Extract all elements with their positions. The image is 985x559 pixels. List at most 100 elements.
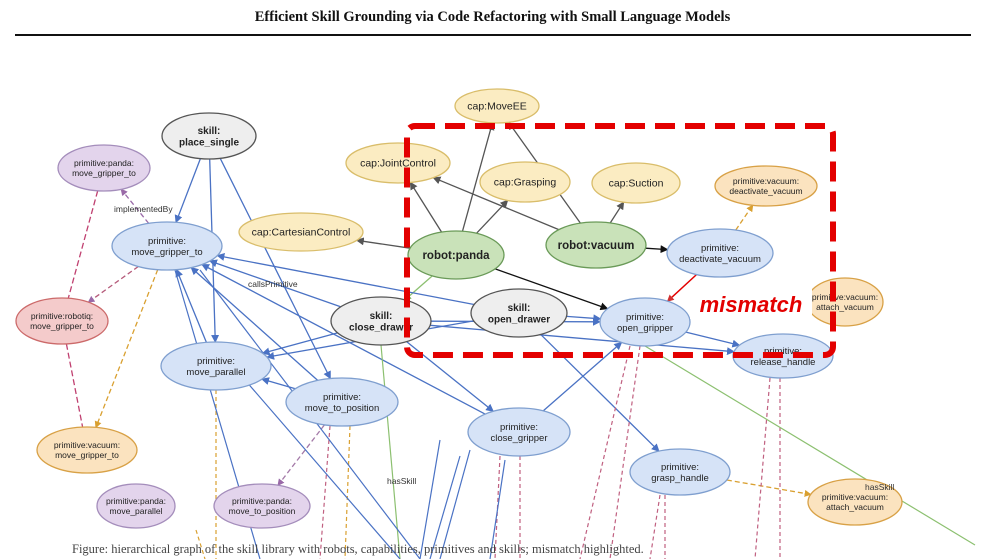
node-label: robot:vacuum — [558, 240, 635, 252]
node-label: primitive: — [661, 462, 699, 473]
figure-caption: Figure: hierarchical graph of the skill … — [0, 540, 985, 559]
edge-prim_move_parallel-prim_move_gripper — [175, 268, 208, 343]
node-label: primitive:vacuum: — [733, 176, 799, 186]
edge-robot_panda-prim_open_gripper — [494, 268, 609, 311]
edge-skill_open_drawer-prim_move_gripper — [216, 252, 475, 306]
node-cap-joint: cap:JointControl — [345, 142, 451, 184]
node-label: primitive:panda: — [232, 496, 292, 506]
node-label: skill: — [508, 303, 531, 314]
edge-exit-3 — [380, 344, 401, 559]
node-shape — [15, 297, 109, 345]
edge-skill_place-prim_move_to_position — [219, 158, 331, 380]
node-prim-panda-move-gripper: primitive:panda:move_gripper_to — [57, 144, 151, 192]
edge-skill_place-prim_move_gripper — [174, 158, 202, 224]
node-label: skill: — [370, 311, 393, 322]
node-robot-panda: robot:panda — [407, 230, 505, 280]
node-label: primitive: — [701, 243, 739, 254]
node-label: primitive: — [197, 356, 235, 367]
node-label: primitive: — [323, 392, 361, 403]
node-label: move_to_position — [305, 403, 379, 414]
node-label: primitive:vacuum: — [812, 292, 878, 302]
node-label: move_parallel — [186, 367, 245, 378]
edge-exit-5 — [344, 425, 351, 559]
edge-prim_close_gripper-prim_open_gripper — [542, 341, 623, 412]
node-shape — [470, 288, 568, 338]
node-shape — [285, 377, 399, 427]
edge-prim_close_gripper-prim_move_gripper — [201, 263, 486, 415]
node-skill-open-drawer: skill:open_drawer — [470, 288, 568, 338]
edge-robot_panda-cap_moveee — [461, 121, 495, 232]
node-shape — [599, 297, 691, 347]
edge-exit-15 — [419, 439, 441, 559]
node-shape — [467, 407, 571, 457]
node-shape — [591, 162, 681, 204]
node-label: primitive:panda: — [74, 158, 134, 168]
node-label: primitive:robotiq: — [31, 311, 93, 321]
header-rule — [15, 34, 971, 36]
node-prim-grasp-handle: primitive:grasp_handle — [629, 448, 731, 496]
node-skill-place: skill:place_single — [161, 112, 257, 160]
running-title: Efficient Skill Grounding via Code Refac… — [254, 9, 731, 25]
edge-label-implemented-by: implementedBy — [114, 204, 173, 214]
node-label: close_gripper — [490, 433, 547, 444]
edge-skill_open_drawer-prim_open_gripper — [566, 314, 602, 323]
node-label: move_parallel — [110, 506, 163, 516]
node-shape — [36, 426, 138, 474]
node-label: move_gripper_to — [72, 168, 136, 178]
node-label: place_single — [179, 137, 239, 148]
node-skill-close-drawer: skill:close_drawer — [330, 296, 432, 346]
node-prim-move-to-position: primitive:move_to_position — [285, 377, 399, 427]
node-prim-open-gripper: primitive:open_gripper — [599, 297, 691, 347]
node-label: move_gripper_to — [131, 247, 202, 258]
node-robot-vacuum: robot:vacuum — [545, 221, 647, 269]
node-label: grasp_handle — [651, 473, 709, 484]
node-label: open_gripper — [617, 323, 673, 334]
node-cap-cartesian: cap:CartesianControl — [238, 212, 364, 252]
node-prim-panda-move-parallel: primitive:panda:move_parallel — [96, 483, 176, 529]
edge-skill_close_drawer-prim_move_gripper — [208, 259, 341, 308]
edge-exit-20 — [489, 459, 506, 559]
node-shape — [407, 230, 505, 280]
node-label: primitive: — [500, 422, 538, 433]
edge-implemented-by-panda — [120, 188, 150, 224]
edge-prim_move_to_position-prim_panda_move_to_position — [277, 424, 326, 487]
edge-exit-4 — [319, 425, 331, 559]
edge-skill_close_drawer-prim_move_parallel — [261, 332, 338, 356]
edge-exit-9 — [609, 345, 641, 559]
node-prim-vac-attach-top: primitive:vacuum:attach_vacuum — [806, 277, 884, 327]
node-prim-vac-move-gripper: primitive:vacuum:move_gripper_to — [36, 426, 138, 474]
node-label: primitive:vacuum: — [54, 440, 120, 450]
edge-exit-18 — [244, 379, 401, 559]
mismatch-label-bg — [690, 289, 812, 319]
edge-label-calls-primitive: callsPrimitive — [248, 279, 298, 289]
edge-prim_move_gripper-prim_robotiq_move_gripper — [87, 265, 139, 303]
node-shape — [161, 112, 257, 160]
edge-prim_open_gripper-prim_release_handle — [685, 331, 741, 348]
edge-skill_close_drawer-prim_release_handle — [430, 324, 735, 356]
node-cap-suction: cap:Suction — [591, 162, 681, 204]
node-label: cap:JointControl — [360, 158, 436, 170]
node-prim-panda-move-to-position: primitive:panda:move_to_position — [213, 483, 311, 529]
node-shape — [545, 221, 647, 269]
node-label: attach_vacuum — [826, 502, 884, 512]
node-prim-deactivate-vacuum: primitive:deactivate_vacuum — [666, 228, 774, 278]
node-label: close_drawer — [349, 322, 413, 333]
node-shape — [479, 161, 571, 203]
edge-exit-1 — [195, 529, 206, 559]
node-prim-robotiq-move-gripper: primitive:robotiq:move_gripper_to — [15, 297, 109, 345]
node-label: cap:Grasping — [494, 177, 557, 189]
node-shape — [238, 212, 364, 252]
node-shape — [345, 142, 451, 184]
node-shape — [213, 483, 311, 529]
edge-robot_panda-cap_grasping — [476, 199, 509, 234]
edge-label-has-skill-1: hasSkill — [387, 476, 416, 486]
node-label: deactivate_vacuum — [679, 254, 761, 265]
node-prim-vac-attach: primitive:vacuum:attach_vacuum — [807, 478, 903, 526]
node-label: primitive: — [626, 312, 664, 323]
node-shape — [57, 144, 151, 192]
node-label: attach_vacuum — [816, 302, 874, 312]
node-prim-move-parallel: primitive:move_parallel — [160, 341, 272, 391]
edge-robot_vacuum-prim_deactivate_vacuum — [645, 245, 669, 254]
node-cap-moveee: cap:MoveEE — [454, 88, 540, 124]
edge-robot_vacuum-cap_joint — [432, 176, 560, 231]
